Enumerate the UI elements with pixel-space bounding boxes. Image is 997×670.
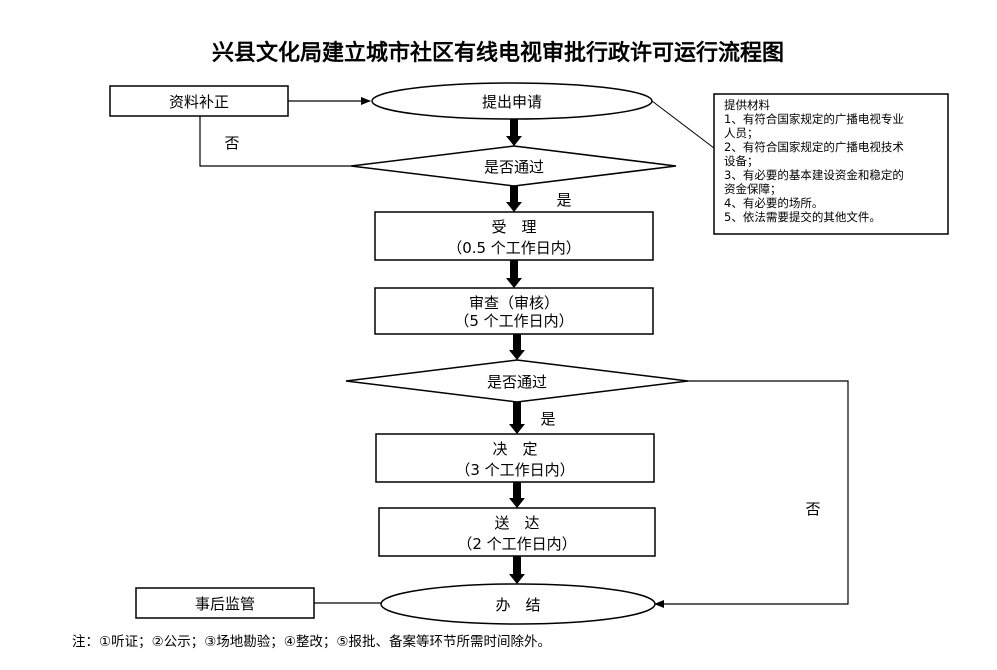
check1-label: 是否通过	[484, 158, 544, 176]
arrow-decide-to-deliver	[509, 482, 525, 508]
materials-line: 2、有符合国家规定的广播电视技术	[724, 140, 904, 154]
deliver-title: 送 达	[494, 514, 539, 532]
materials-line: 5、依法需要提交的其他文件。	[724, 210, 881, 224]
apply-label: 提出申请	[482, 93, 542, 111]
accept-duration: （0.5 个工作日内）	[447, 239, 581, 257]
materials-line: 4、有必要的场所。	[724, 196, 823, 210]
footnote: 注：①听证；②公示；③场地勘验；④整改；⑤报批、备案等环节所需时间除外。	[72, 633, 551, 650]
decide-title: 决 定	[492, 440, 537, 458]
connector-check1-no	[199, 116, 351, 167]
arrow-review-to-check2	[509, 334, 525, 360]
materials-line: 人员；	[724, 126, 759, 140]
finish-node	[380, 583, 656, 625]
arrow-accept-to-review	[506, 260, 522, 288]
arrow-check2-to-decide	[509, 402, 525, 434]
check2-label: 是否通过	[487, 373, 547, 391]
materials-heading: 提供材料	[724, 98, 770, 112]
review-title: 审查（审核）	[469, 294, 559, 312]
supervise-label: 事后监管	[195, 595, 255, 613]
edge-label-no-2: 否	[805, 500, 820, 518]
edge-label-yes-2: 是	[540, 410, 555, 428]
materials-line: 1、有符合国家规定的广播电视专业	[724, 112, 904, 126]
materials-line: 资金保障；	[724, 182, 782, 196]
arrow-check1-to-accept	[506, 186, 522, 212]
finish-label: 办 结	[495, 596, 540, 614]
deliver-duration: （2 个工作日内）	[457, 535, 576, 553]
edge-label-no-1: 否	[224, 134, 239, 152]
materials-line: 3、有必要的基本建设资金和稳定的	[724, 168, 904, 182]
page-title: 兴县文化局建立城市社区有线电视审批行政许可运行流程图	[212, 40, 784, 66]
supervise-box	[135, 587, 315, 619]
decide-duration: （3 个工作日内）	[455, 461, 574, 479]
arrow-deliver-to-finish	[509, 556, 525, 584]
accept-title: 受 理	[491, 218, 536, 236]
supplement-label: 资料补正	[169, 93, 229, 111]
deliver-box	[378, 507, 656, 557]
review-box	[374, 287, 654, 335]
review-duration: （5 个工作日内）	[454, 312, 573, 330]
connector-check2-no	[654, 380, 849, 608]
supplement-box	[109, 85, 289, 117]
connector-apply-to-materials	[651, 100, 715, 149]
materials-line: 设备；	[724, 154, 759, 168]
materials-box	[713, 93, 949, 235]
accept-box	[374, 211, 654, 261]
arrow-apply-to-check1	[506, 119, 522, 146]
edge-label-yes-1: 是	[556, 191, 571, 209]
